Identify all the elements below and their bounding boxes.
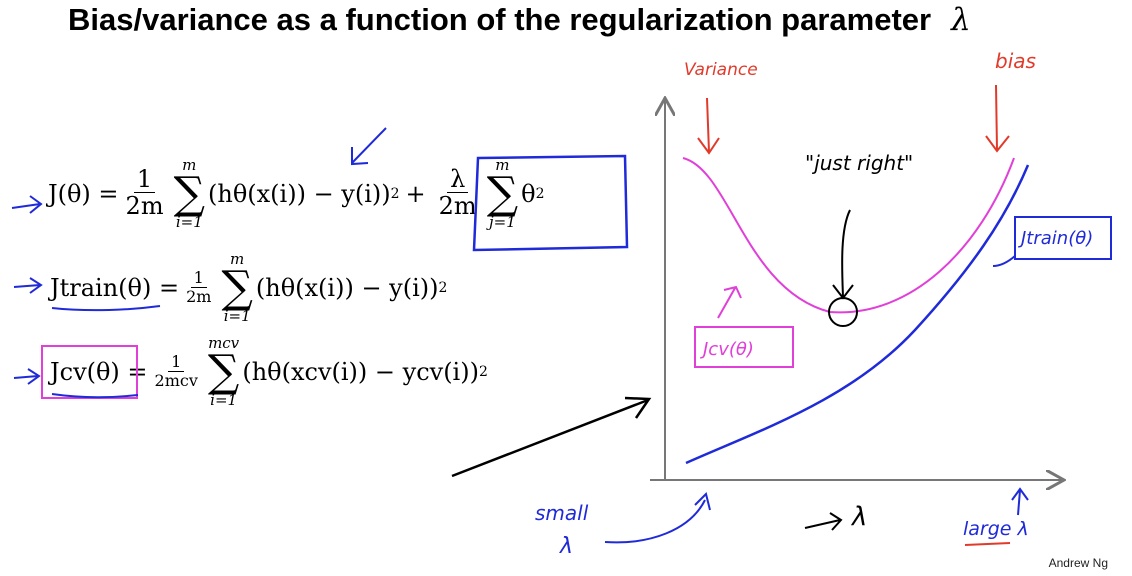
reg-term-box <box>472 154 629 252</box>
cost-frac: 1 2m <box>125 165 164 221</box>
jtrain-box <box>1014 216 1112 260</box>
jcv-pointer <box>717 285 742 319</box>
jtrain-underline <box>51 305 161 312</box>
small-lambda-arrow <box>604 492 711 544</box>
cost-equation: J(θ) = 1 2m m ∑ i=1 (hθ(x(i)) − y(i))2 +… <box>48 156 545 231</box>
just-right-label: "just right" <box>805 151 913 175</box>
eq2-pointer-arrow <box>13 277 43 294</box>
reg-frac: λ 2m <box>438 165 477 221</box>
author-credit: Andrew Ng <box>1048 556 1108 570</box>
slide-title: Bias/variance as a function of the regul… <box>68 2 971 38</box>
train-frac: 1 2m <box>186 267 212 306</box>
cost-term: (hθ(x(i)) − y(i)) <box>208 179 391 208</box>
cost-lhs: J(θ) = <box>48 179 119 208</box>
reg-pointer-arrow <box>351 127 387 166</box>
theta-j: θ <box>521 179 536 208</box>
small-label: small <box>535 501 589 525</box>
large-lambda-arrow <box>1011 487 1029 516</box>
eq1-pointer-arrow <box>11 195 43 214</box>
bias-arrow <box>985 84 1010 153</box>
reg-sum: m ∑ j=1 <box>486 156 519 231</box>
variance-label: Variance <box>684 60 758 80</box>
train-term: (hθ(x(i)) − y(i)) <box>255 273 439 302</box>
axis-lambda-arrow <box>804 512 843 531</box>
large-lambda-label: large λ <box>963 518 1029 540</box>
train-sum: m ∑ i=1 <box>221 250 253 325</box>
train-equation: Jtrain(θ) = 1 2m m ∑ i=1 (hθ(x(i)) − y(i… <box>50 250 448 325</box>
cv-frac: 1 2mcv <box>154 351 198 390</box>
jtrain-pointer <box>992 255 1016 267</box>
jcv-underline <box>51 393 139 399</box>
minimum-marker <box>828 297 858 327</box>
jcv-label: Jcv(θ) <box>700 339 754 360</box>
cv-equation: Jcv(θ) = 1 2mcv mcv ∑ i=1 (hθ(xcv(i)) − … <box>50 334 488 409</box>
cost-sum: m ∑ i=1 <box>173 156 205 231</box>
title-text: Bias/variance as a function of the regul… <box>68 2 932 37</box>
train-lhs: Jtrain(θ) = <box>50 273 180 302</box>
jtrain-label: Jtrain(θ) <box>1018 228 1093 249</box>
small-lambda: λ <box>559 534 573 559</box>
jtrain-curve <box>685 164 1030 465</box>
cv-lhs: Jcv(θ) = <box>50 357 148 386</box>
jcv-box <box>694 326 794 368</box>
just-right-arrow <box>832 209 854 300</box>
jcv-highlight-box <box>41 345 138 399</box>
bias-label: bias <box>995 49 1036 73</box>
large-underline <box>964 542 1011 546</box>
cv-term: (hθ(xcv(i)) − ycv(i)) <box>242 357 479 386</box>
title-lambda: λ <box>951 2 971 38</box>
variance-arrow <box>697 97 720 155</box>
plus-sign: + <box>405 179 426 208</box>
cv-to-plot-arrow <box>451 396 652 478</box>
cv-sum: mcv ∑ i=1 <box>207 334 240 409</box>
eq3-pointer-arrow <box>13 368 41 385</box>
axis-lambda-label: λ <box>850 502 867 532</box>
